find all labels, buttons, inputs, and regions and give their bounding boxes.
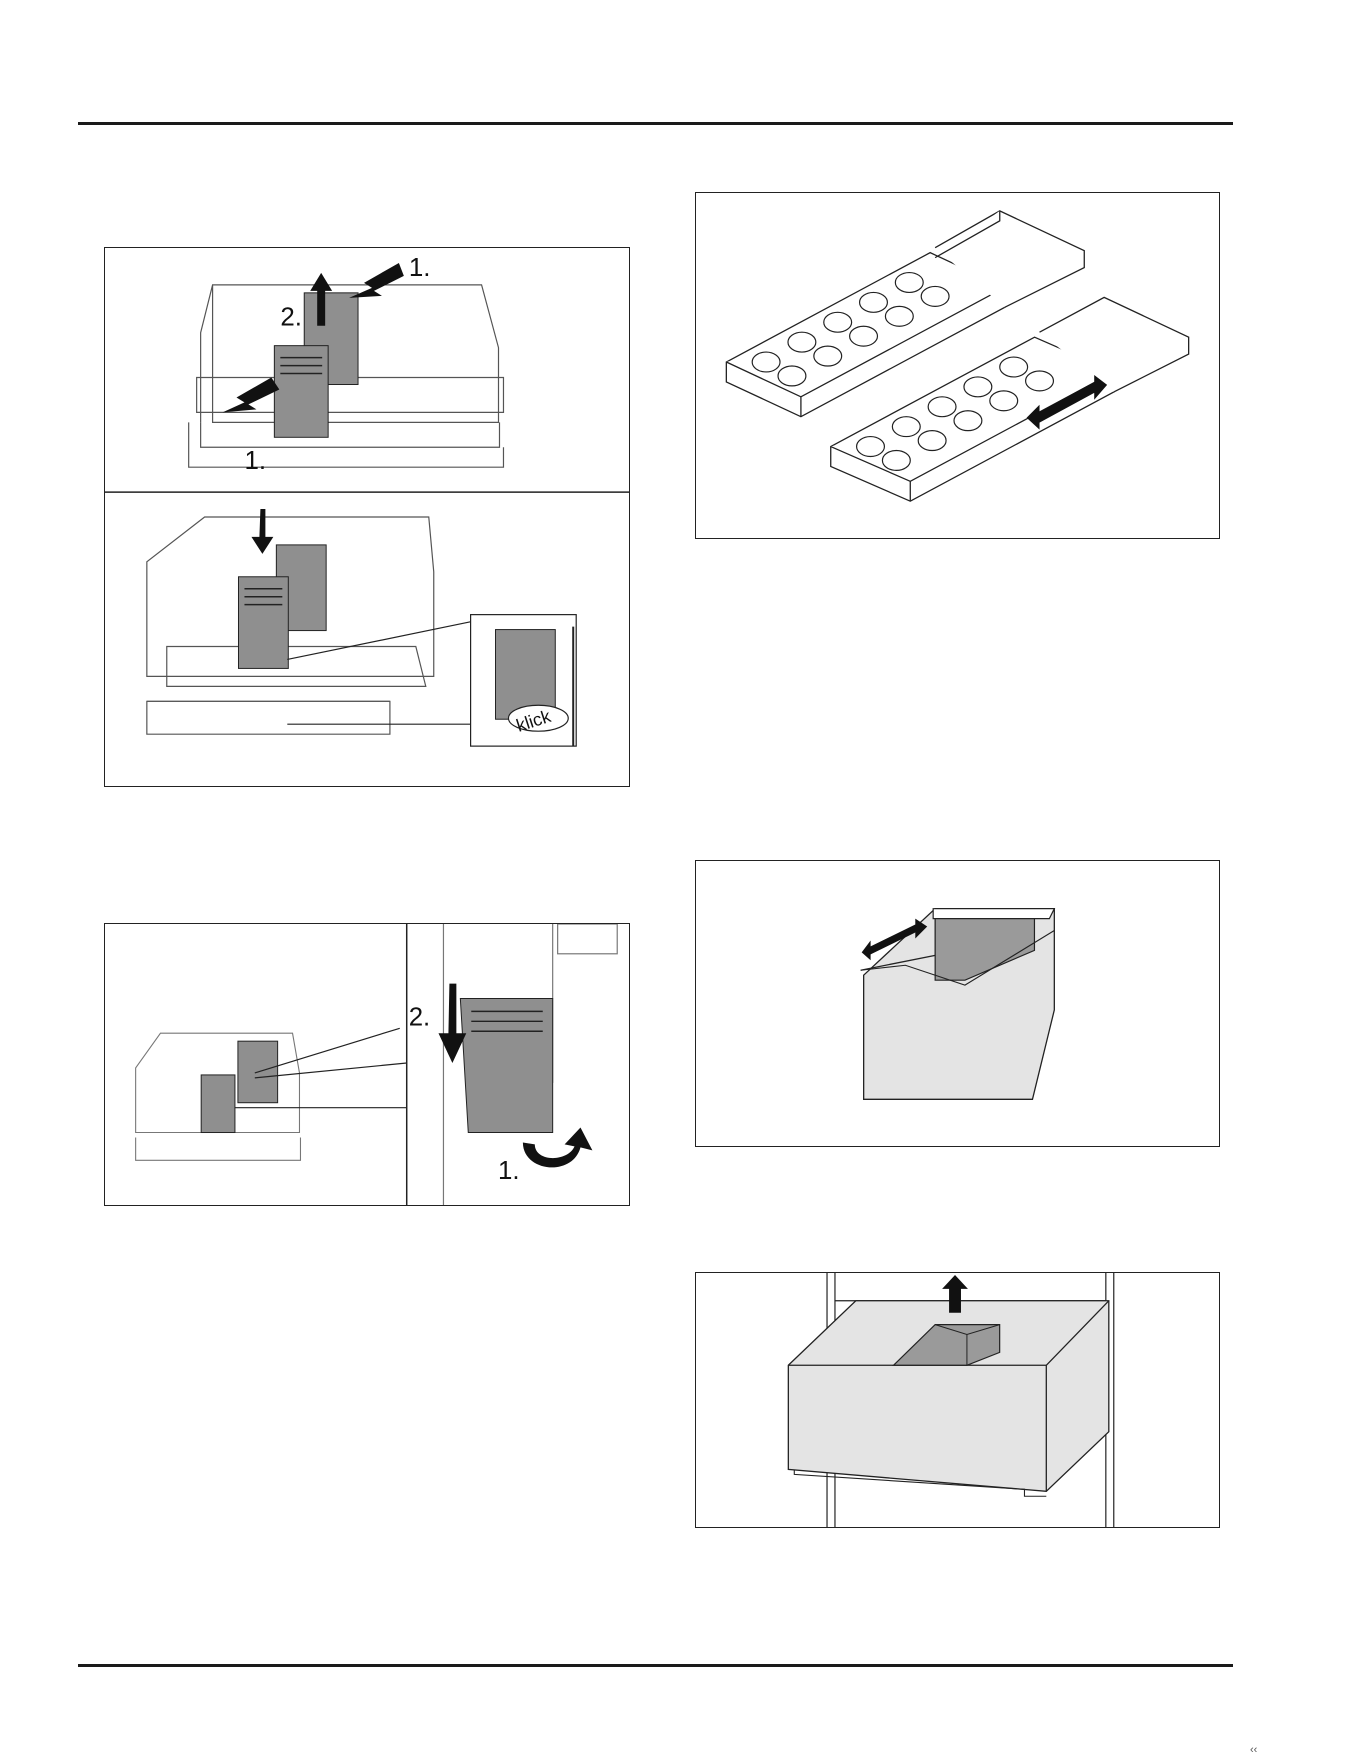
- footer-rule: [78, 1664, 1233, 1667]
- egg-hole: [964, 377, 992, 397]
- egg-hole: [882, 451, 910, 471]
- figure-panel-mounting: 1. 2. 1. klick: [104, 247, 630, 787]
- panel-lower-front: [238, 577, 288, 669]
- step-label: 1.: [409, 254, 431, 282]
- egg-hole: [921, 286, 949, 306]
- egg-hole: [824, 312, 852, 332]
- arrow-press-down: [251, 509, 273, 554]
- egg-hole: [895, 273, 923, 293]
- egg-hole: [857, 437, 885, 457]
- egg-hole: [954, 411, 982, 431]
- egg-trays-illustration: [696, 193, 1219, 538]
- figure-panel-removal: 2. 1.: [104, 923, 630, 1206]
- egg-hole: [788, 332, 816, 352]
- arrow-tilt: [523, 1128, 593, 1168]
- egg-hole: [1000, 357, 1028, 377]
- egg-hole: [892, 417, 920, 437]
- panel-small-front: [201, 1075, 235, 1133]
- panel-upper-front: [274, 346, 328, 438]
- panel-removal-illustration: 2. 1.: [105, 924, 629, 1205]
- bottle-bin-illustration: [696, 861, 1219, 1146]
- step-label: 1.: [498, 1157, 520, 1185]
- step-label: 2.: [409, 1003, 431, 1031]
- egg-hole: [778, 366, 806, 386]
- step-label: 1.: [244, 447, 266, 475]
- panel-large: [460, 998, 552, 1132]
- egg-hole: [814, 346, 842, 366]
- figure-bottle-bin: [695, 860, 1220, 1147]
- figure-egg-trays: [695, 192, 1220, 539]
- egg-hole: [850, 326, 878, 346]
- egg-hole: [990, 391, 1018, 411]
- panel-mounting-illustration: 1. 2. 1. klick: [105, 248, 629, 786]
- figure-drawer-insert: [695, 1272, 1220, 1528]
- egg-hole: [928, 397, 956, 417]
- egg-hole: [752, 352, 780, 372]
- header-rule: [78, 122, 1233, 125]
- egg-hole: [860, 292, 888, 312]
- drawer-insert-illustration: [696, 1273, 1219, 1527]
- egg-hole: [885, 306, 913, 326]
- step-label: 2.: [280, 304, 302, 332]
- arrow-push-lower: [223, 378, 280, 413]
- egg-hole: [918, 431, 946, 451]
- egg-hole: [1026, 371, 1054, 391]
- page-mark: ‹‹: [1250, 1744, 1257, 1756]
